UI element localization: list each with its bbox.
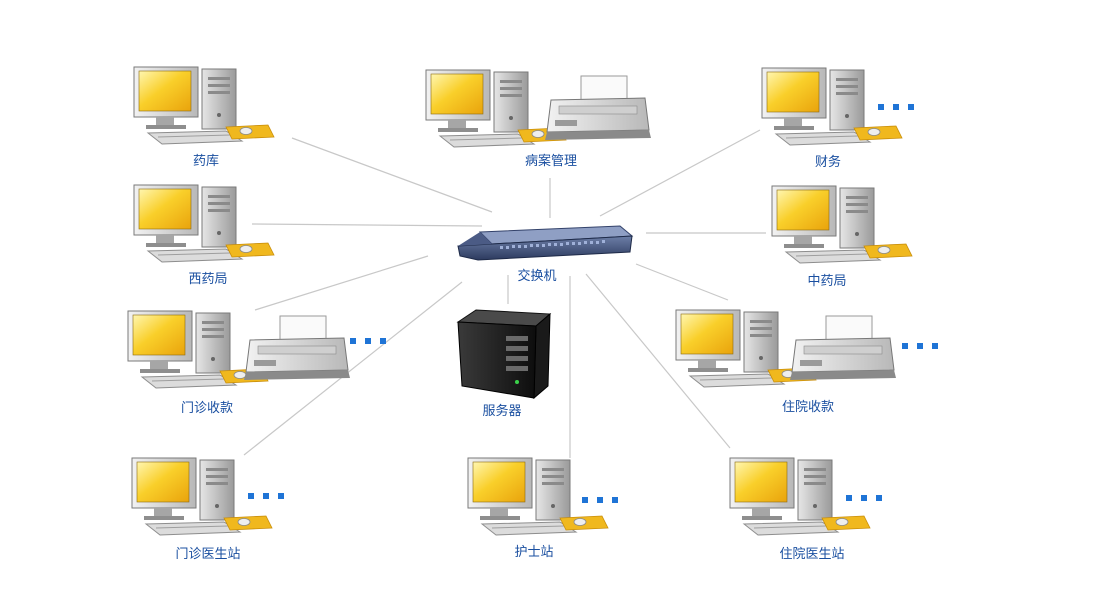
workstation-pharmacy-icon xyxy=(133,66,275,145)
more-dots-inpatient-doctor xyxy=(846,486,891,505)
label-finance: 财务 xyxy=(814,155,842,170)
printer-medical-records-icon xyxy=(544,75,652,141)
label-pharmacy: 药库 xyxy=(192,154,220,169)
network-switch-icon xyxy=(457,225,634,261)
printer-outpatient-billing-icon xyxy=(243,315,351,381)
label-server: 服务器 xyxy=(482,404,522,419)
more-dots-nurse-station xyxy=(582,488,627,507)
label-nurse-station: 护士站 xyxy=(514,545,554,560)
label-inpatient-billing: 住院收款 xyxy=(781,400,835,415)
more-dots-outpatient-doctor xyxy=(248,484,293,503)
workstation-chinese-pharmacy-icon xyxy=(771,185,913,264)
label-inpatient-doctor: 住院医生站 xyxy=(779,547,845,562)
workstation-medical-records-icon xyxy=(425,69,567,148)
label-outpatient-billing: 门诊收款 xyxy=(180,401,234,416)
more-dots-outpatient-billing xyxy=(350,329,395,348)
label-switch: 交换机 xyxy=(517,269,557,284)
more-dots-finance xyxy=(878,95,923,114)
printer-inpatient-billing-icon xyxy=(789,315,897,381)
server-tower-icon xyxy=(456,309,552,400)
connection-lines xyxy=(243,129,766,458)
label-western-pharmacy: 西药局 xyxy=(188,272,228,287)
label-chinese-pharmacy: 中药局 xyxy=(807,274,847,289)
label-medical-records: 病案管理 xyxy=(524,154,578,169)
more-dots-inpatient-billing xyxy=(902,334,947,353)
label-outpatient-doctor: 门诊医生站 xyxy=(175,547,241,562)
